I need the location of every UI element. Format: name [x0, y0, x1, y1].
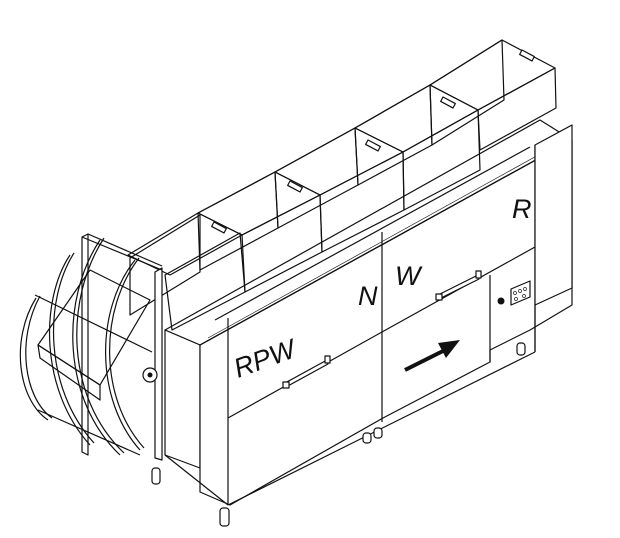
control-panel-icon[interactable] [510, 280, 531, 306]
door-handle-right[interactable] [435, 270, 482, 301]
baskets [127, 39, 557, 331]
door-handle-left[interactable] [282, 355, 331, 389]
label-n: N [358, 281, 378, 311]
loading-cage [19, 233, 163, 461]
label-r: R [512, 194, 532, 224]
label-w: W [395, 261, 423, 291]
basket-5 [429, 39, 557, 151]
machine-body [164, 119, 573, 506]
arrow-right-icon [404, 340, 460, 372]
legs [151, 342, 526, 527]
knob-icon[interactable] [497, 297, 505, 305]
